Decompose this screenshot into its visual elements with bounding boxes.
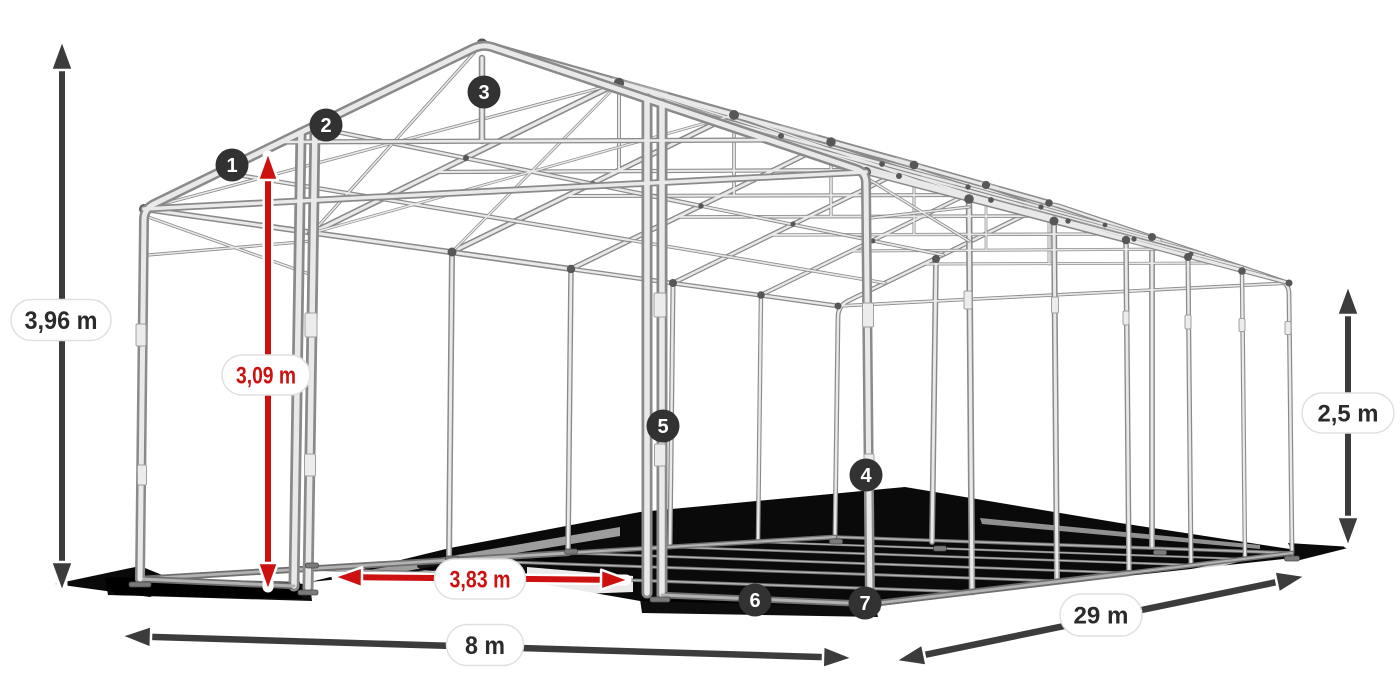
svg-text:3,96 m: 3,96 m xyxy=(25,307,98,335)
svg-text:5: 5 xyxy=(657,416,668,438)
svg-text:2: 2 xyxy=(320,115,331,137)
svg-text:2,5 m: 2,5 m xyxy=(1318,400,1379,427)
svg-text:3,83 m: 3,83 m xyxy=(450,566,511,593)
svg-text:4: 4 xyxy=(860,465,872,487)
svg-text:6: 6 xyxy=(749,590,760,612)
svg-text:3: 3 xyxy=(478,82,489,104)
svg-text:1: 1 xyxy=(226,155,237,177)
svg-text:29 m: 29 m xyxy=(1074,602,1129,629)
svg-text:3,09 m: 3,09 m xyxy=(236,362,296,389)
svg-text:8 m: 8 m xyxy=(465,632,505,660)
svg-text:7: 7 xyxy=(859,593,870,615)
